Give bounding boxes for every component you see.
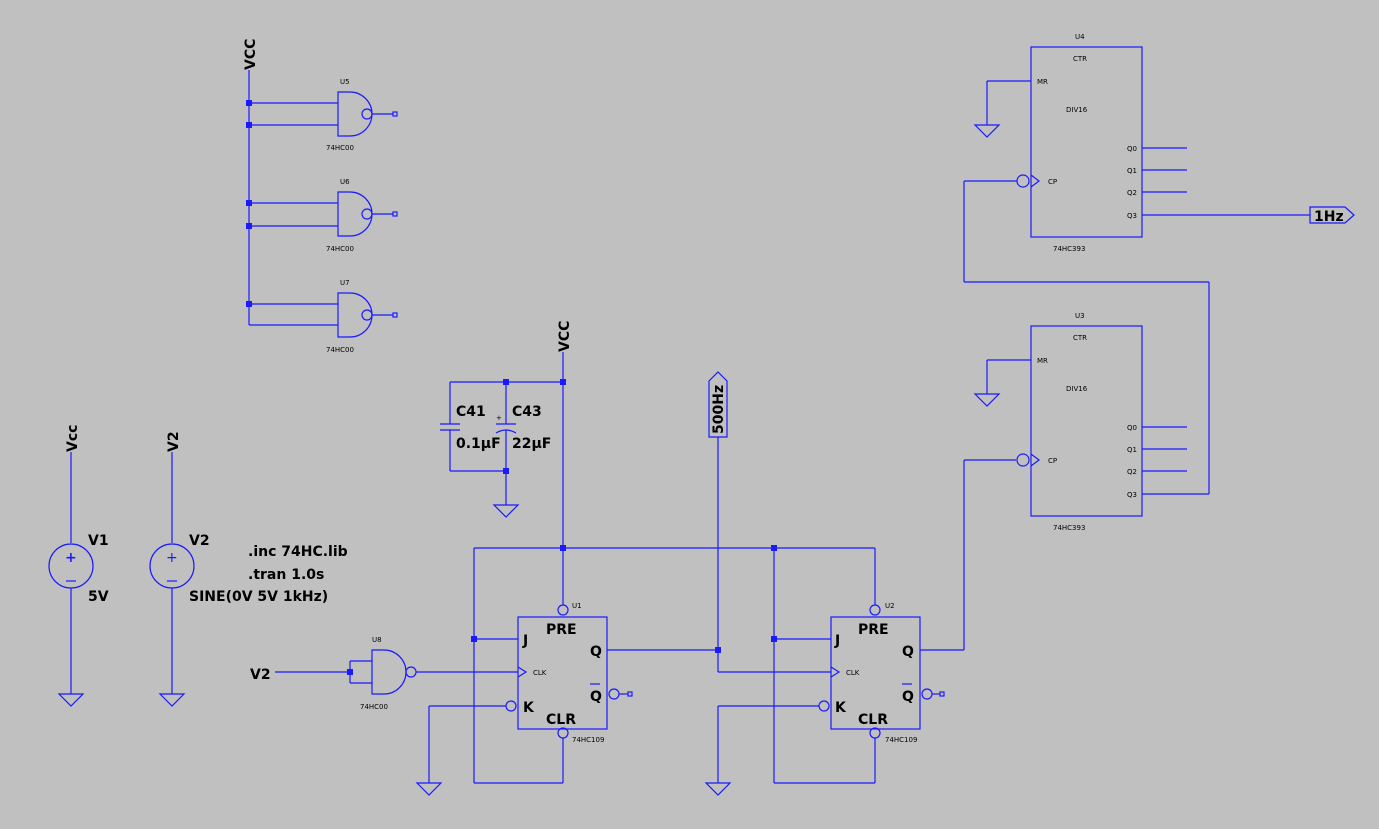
flip-flop-u1[interactable]: U1 74HC109 PRE CLR J K Q Q CLK [505,602,633,744]
net-u3q3-to-u4cp [963,180,1210,495]
u8-ref: U8 [372,636,382,644]
u4-q3: Q3 [1127,212,1137,220]
voltage-source-v1[interactable]: + Vcc V1 5V [48,425,109,707]
nand-gate-u8[interactable]: V2 U8 74HC00 [250,636,518,711]
u1-q: Q [590,644,602,660]
v1-value: 5V [88,589,109,605]
c41-name: C41 [456,404,486,420]
u1-ref: U1 [572,602,582,610]
svg-text:+: + [496,414,502,422]
u1-k: K [523,700,535,716]
u4-ctr: CTR [1073,55,1087,63]
voltage-source-v2[interactable]: + V2 V2 SINE(0V 5V 1kHz) [149,431,328,707]
u4-cp: CP [1048,178,1057,186]
u4-part: 74HC393 [1053,245,1085,253]
u7-part: 74HC00 [326,346,354,354]
u3-q0: Q0 [1127,424,1137,432]
u2-q: Q [902,644,914,660]
u5-ref: U5 [340,78,350,86]
svg-text:+: + [65,550,77,566]
u3-part: 74HC393 [1053,524,1085,532]
u2-clr: CLR [858,712,888,728]
c43-name: C43 [512,404,542,420]
spice-directives: .inc 74HC.lib .tran 1.0s [248,544,348,583]
u5-part: 74HC00 [326,144,354,152]
net-500hz: 500Hz [607,371,831,673]
u1-clk: CLK [533,669,547,677]
u2-clk: CLK [846,669,860,677]
u1-j: J [522,633,528,649]
vcc-bus-flipflops [415,545,876,796]
vcc-mid-label: VCC [557,321,573,352]
nand-gate-u6[interactable]: U6 74HC00 [246,178,398,253]
svg-text:+: + [166,550,178,566]
u1-qbar: Q [590,689,602,705]
flip-flop-u2[interactable]: U2 74HC109 PRE CLR J K Q Q CLK [818,602,945,744]
inc-directive: .inc 74HC.lib [248,544,348,560]
u3-mr: MR [1037,357,1048,365]
u3-ref: U3 [1075,312,1085,320]
out-1hz-label: 1Hz [1314,209,1344,225]
counter-u4[interactable]: 1Hz U4 74HC393 CTR MR DIV16 CP Q0 Q1 Q2 … [973,33,1355,253]
nand-gate-u5[interactable]: U5 74HC00 [246,78,398,152]
tran-directive: .tran 1.0s [248,567,324,583]
u1-clr: CLR [546,712,576,728]
v2-value: SINE(0V 5V 1kHz) [189,589,328,605]
nand-gate-u7[interactable]: U7 74HC00 [246,279,398,354]
u4-ref: U4 [1075,33,1085,41]
u6-ref: U6 [340,178,350,186]
decoupling-capacitors[interactable]: VCC + C41 0.1µF C43 22µF [440,321,573,548]
u3-q1: Q1 [1127,446,1137,454]
u3-ctr: CTR [1073,334,1087,342]
u1-pre: PRE [546,622,577,638]
counter-u3[interactable]: U3 74HC393 CTR MR DIV16 CP Q0 Q1 Q2 Q3 [973,312,1187,532]
u2-j: J [834,633,840,649]
v2-name: V2 [189,533,210,549]
u7-ref: U7 [340,279,350,287]
u1-part: 74HC109 [572,736,604,744]
vcc-bus-top: VCC [243,39,259,325]
u3-q2: Q2 [1127,468,1137,476]
u4-q1: Q1 [1127,167,1137,175]
u2-part: 74HC109 [885,736,917,744]
v2-input-label: V2 [250,667,271,683]
v2-source-label: V2 [166,431,182,452]
u3-cp: CP [1048,457,1057,465]
u4-mr: MR [1037,78,1048,86]
u2-k: K [835,700,847,716]
u4-q0: Q0 [1127,145,1137,153]
u2-pre: PRE [858,622,889,638]
u4-div: DIV16 [1066,106,1088,114]
vcc-top-label: VCC [243,39,259,70]
u4-q2: Q2 [1127,189,1137,197]
u6-part: 74HC00 [326,245,354,253]
u3-div: DIV16 [1066,385,1088,393]
c43-value: 22µF [512,436,551,452]
u2-qbar: Q [902,689,914,705]
out-500-label: 500Hz [711,385,727,434]
net-u2q-to-u3cp [920,459,1016,651]
u2-ref: U2 [885,602,895,610]
vcc-source-label: Vcc [65,425,81,452]
v1-name: V1 [88,533,109,549]
u8-part: 74HC00 [360,703,388,711]
c41-value: 0.1µF [456,436,501,452]
u3-q3: Q3 [1127,491,1137,499]
